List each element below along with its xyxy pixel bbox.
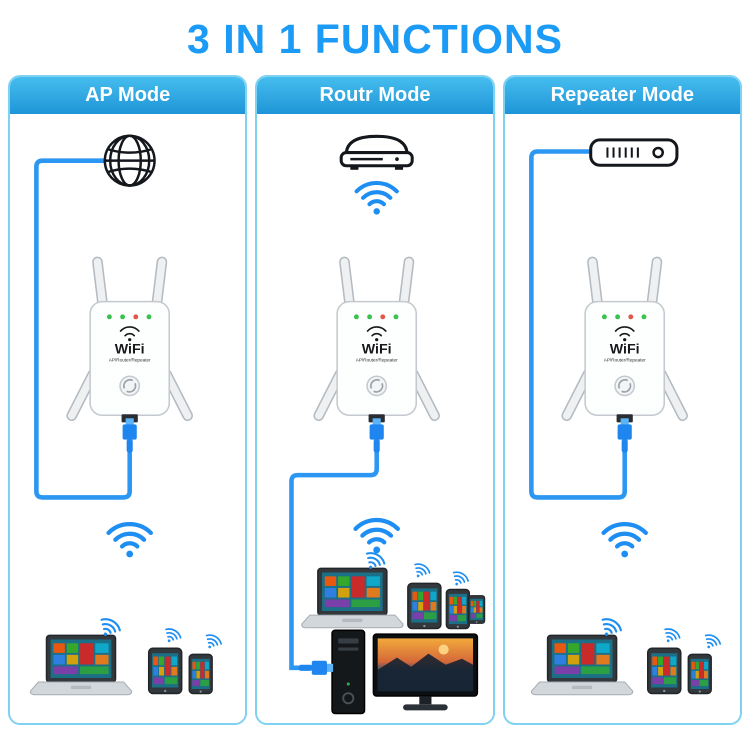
wifi-signal-icon [356,520,398,553]
wifi-signal-icon [659,625,682,648]
monitor-icon [372,633,479,712]
page-title: 3 IN 1 FUNCTIONS [187,16,563,62]
repeater-device [559,255,690,424]
panel-title-ap-mode: AP Mode [85,84,171,106]
wifi-signal-icon [603,524,645,557]
laptop-icon [30,635,131,694]
rj45-plug-icon [369,418,385,453]
rj45-plug-icon [122,418,137,453]
repeater-device [64,255,195,424]
ap-mode-illustration [10,134,224,723]
wifi-signal-icon [160,625,184,648]
tablet-icon [647,648,680,693]
panel-title-repeater-mode: Repeater Mode [550,84,694,106]
wifi-signal-icon [409,560,433,583]
ethernet-cable [34,158,132,500]
ethernet-cable [528,149,627,500]
laptop-icon [302,568,403,627]
wifi-signal-icon [109,524,151,557]
repeater-mode-illustration [528,138,723,723]
panel-header-router-mode: Routr Mode [257,77,493,114]
repeater-device [312,255,442,424]
tablet-icon [408,583,441,628]
smartphone-icon [688,654,711,693]
smartphone-icon [189,654,212,693]
laptop-icon [531,635,632,694]
panel-header-ap-mode: AP Mode [10,77,246,114]
rj45-plug-icon [617,418,632,453]
wifi-signal-icon [448,568,472,591]
tablet-icon [149,648,182,693]
rj45-plug-icon [298,660,334,675]
panel-router-mode: Routr Mode [255,75,495,725]
smartphone-icon [469,596,485,624]
wifi-signal-icon [357,183,397,215]
panel-repeater-mode: Repeater Mode [502,75,742,725]
internet-globe-icon [103,134,156,187]
router-icon [339,134,415,172]
panel-header-repeater-mode: Repeater Mode [504,77,740,114]
wifi-signal-icon [699,631,723,654]
smartphone-icon [447,589,470,628]
panel-title-router-mode: Routr Mode [319,84,431,106]
mode-panels: AP Mode [0,75,750,725]
ethernet-cable [289,450,380,671]
wifi-signal-icon [200,631,224,654]
router-mode-illustration [289,134,492,715]
desktop-tower-icon [331,629,366,715]
modem-icon [588,138,679,167]
panel-ap-mode: AP Mode [8,75,248,725]
